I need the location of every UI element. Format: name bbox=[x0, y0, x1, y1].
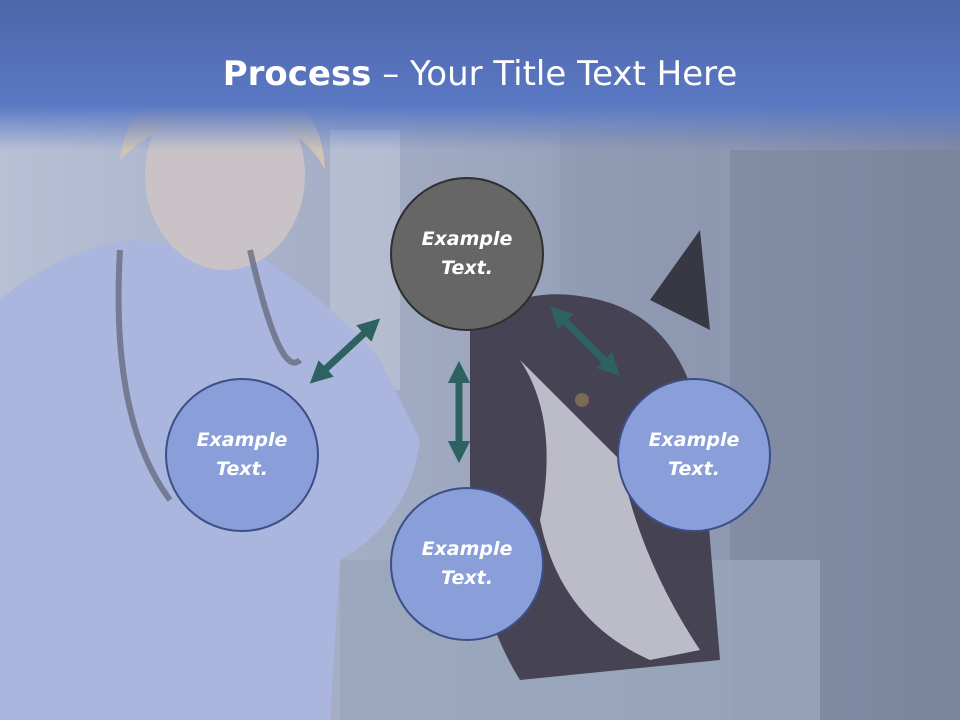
arrow-top-left bbox=[309, 318, 381, 384]
arrow-top-right bbox=[550, 306, 620, 376]
title-bold: Process bbox=[222, 54, 372, 94]
slide-title[interactable]: Process – Your Title Text Here bbox=[0, 52, 960, 96]
title-rest: – Your Title Text Here bbox=[371, 54, 738, 94]
title-bar bbox=[0, 0, 960, 150]
